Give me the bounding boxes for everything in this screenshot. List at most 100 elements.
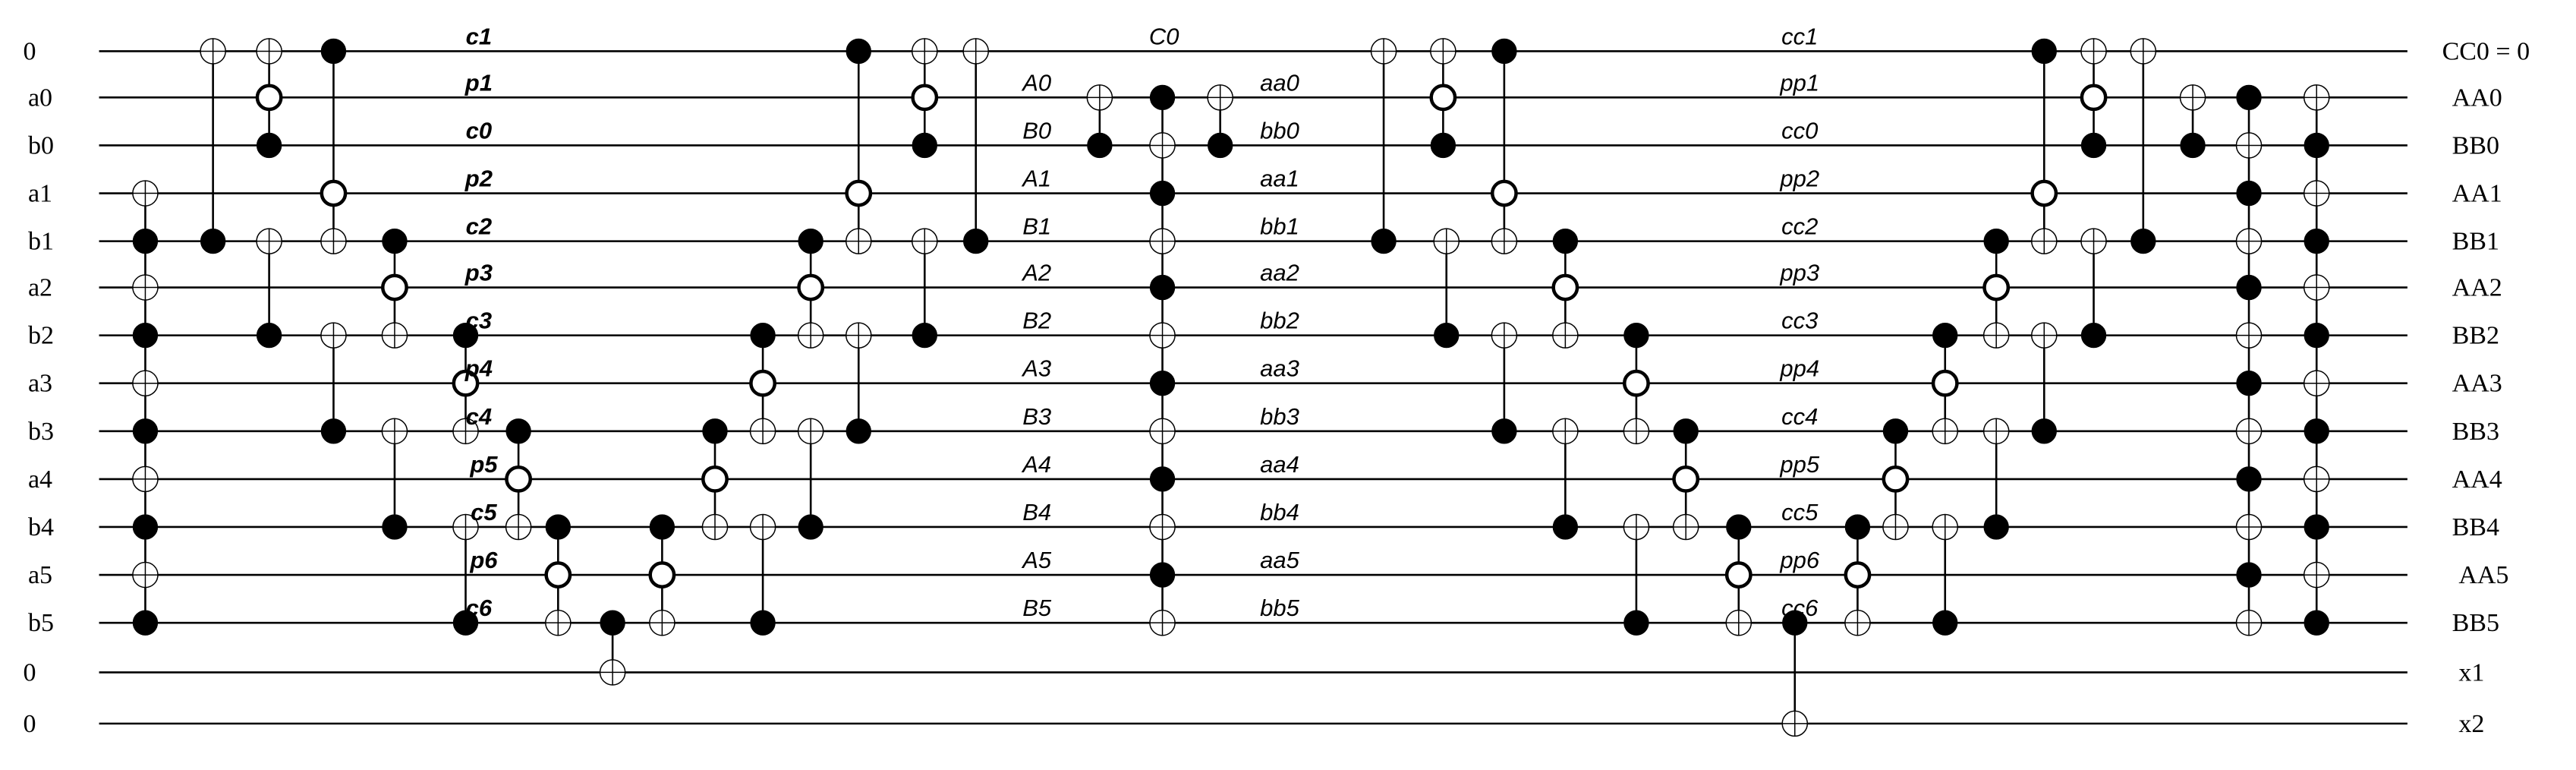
control-dot [2031,418,2057,444]
control-dot [1430,132,1456,159]
control-dot [1844,514,1871,540]
input-label: a1 [28,180,52,208]
control-dot [200,228,226,254]
control-dot [2236,371,2262,396]
target-oplus [2303,274,2330,301]
control-dot [1983,228,2009,254]
stage2-label: C0 [1149,23,1179,49]
target-oplus [1149,132,1176,159]
target-oplus [132,465,159,493]
control-dot [600,610,625,636]
stage2-label: A2 [1021,260,1051,286]
stage1-label: p4 [464,355,493,382]
control-dot [452,322,479,349]
stage3-label: bb0 [1260,117,1299,144]
negated-control-dot [797,273,825,301]
control-dot [256,322,282,349]
gate-symbols-layer [132,38,2330,737]
input-label: a3 [28,370,52,398]
control-dot [1149,180,1176,207]
stage2-label: B3 [1022,403,1051,430]
control-dot [1932,322,1958,349]
control-dot [1552,514,1579,540]
control-dot [702,418,728,444]
negated-control-dot [1672,465,1700,493]
target-oplus [1149,513,1176,541]
target-oplus [320,228,347,254]
target-oplus [845,228,872,254]
control-dot [963,228,989,254]
target-oplus [1370,38,1397,65]
target-oplus [2303,465,2330,493]
stage2-label: B0 [1022,117,1051,144]
stage1-label: c1 [466,23,492,49]
control-dot [132,228,159,254]
control-dot [452,610,479,636]
stage2-label: A1 [1021,166,1051,192]
target-oplus [1623,513,1650,541]
control-dot [2236,84,2262,111]
input-label: a4 [28,465,52,494]
negated-control-dot [255,84,283,112]
control-dot [2236,466,2262,492]
control-dot [1726,514,1752,540]
control-dot [132,322,159,349]
negated-control-dot [452,369,480,397]
control-dot [1623,610,1649,636]
control-dot [382,514,408,540]
target-oplus [2303,370,2330,396]
stage1-label: c2 [466,213,492,240]
stage3-label: bb4 [1260,499,1299,525]
input-label: b1 [28,228,54,256]
target-oplus [1982,322,2010,349]
control-dot [1149,371,1176,396]
control-dot [382,228,408,254]
stage3-label: bb5 [1260,595,1299,621]
control-dot [912,322,937,349]
control-dot [2180,132,2206,159]
control-dot [2080,132,2107,159]
target-oplus [200,38,226,65]
target-oplus [132,180,159,207]
stage3-label: aa5 [1260,547,1299,573]
input-label: b3 [28,418,54,446]
output-label: AA0 [2452,84,2502,112]
negated-control-dot [1931,369,1959,397]
target-oplus [1932,418,1959,445]
negated-control-dot [1982,273,2011,301]
control-dot [505,418,531,444]
control-dot [1087,132,1113,159]
control-dot [1149,562,1176,588]
target-oplus [2235,513,2263,541]
control-dot [1782,610,1808,636]
input-label: b5 [28,609,54,637]
negated-control-dot [381,273,408,301]
control-dot [1983,514,2009,540]
target-oplus [599,659,626,686]
target-oplus [749,513,776,541]
stage4-label: cc6 [1781,595,1819,621]
negated-control-dot [749,369,776,397]
control-dot [1623,322,1649,349]
output-label: x1 [2458,658,2484,686]
output-label: BB0 [2452,131,2499,159]
output-label: BB4 [2452,513,2499,541]
target-oplus [2235,418,2263,445]
output-label: x2 [2458,710,2484,738]
target-oplus [749,418,776,445]
control-dot [1149,466,1176,492]
output-label: BB5 [2452,609,2499,637]
control-dot [2304,514,2329,540]
control-dot [798,514,824,540]
negated-control-dot [1551,273,1579,301]
control-dot [750,610,776,636]
target-oplus [1552,418,1579,445]
negated-control-dot [648,561,676,589]
stage3-label: bb3 [1260,403,1299,430]
stage4-label: cc4 [1781,403,1818,430]
target-oplus [132,561,159,589]
input-label: b4 [28,513,54,541]
target-oplus [649,609,675,636]
target-oplus [1149,228,1176,254]
